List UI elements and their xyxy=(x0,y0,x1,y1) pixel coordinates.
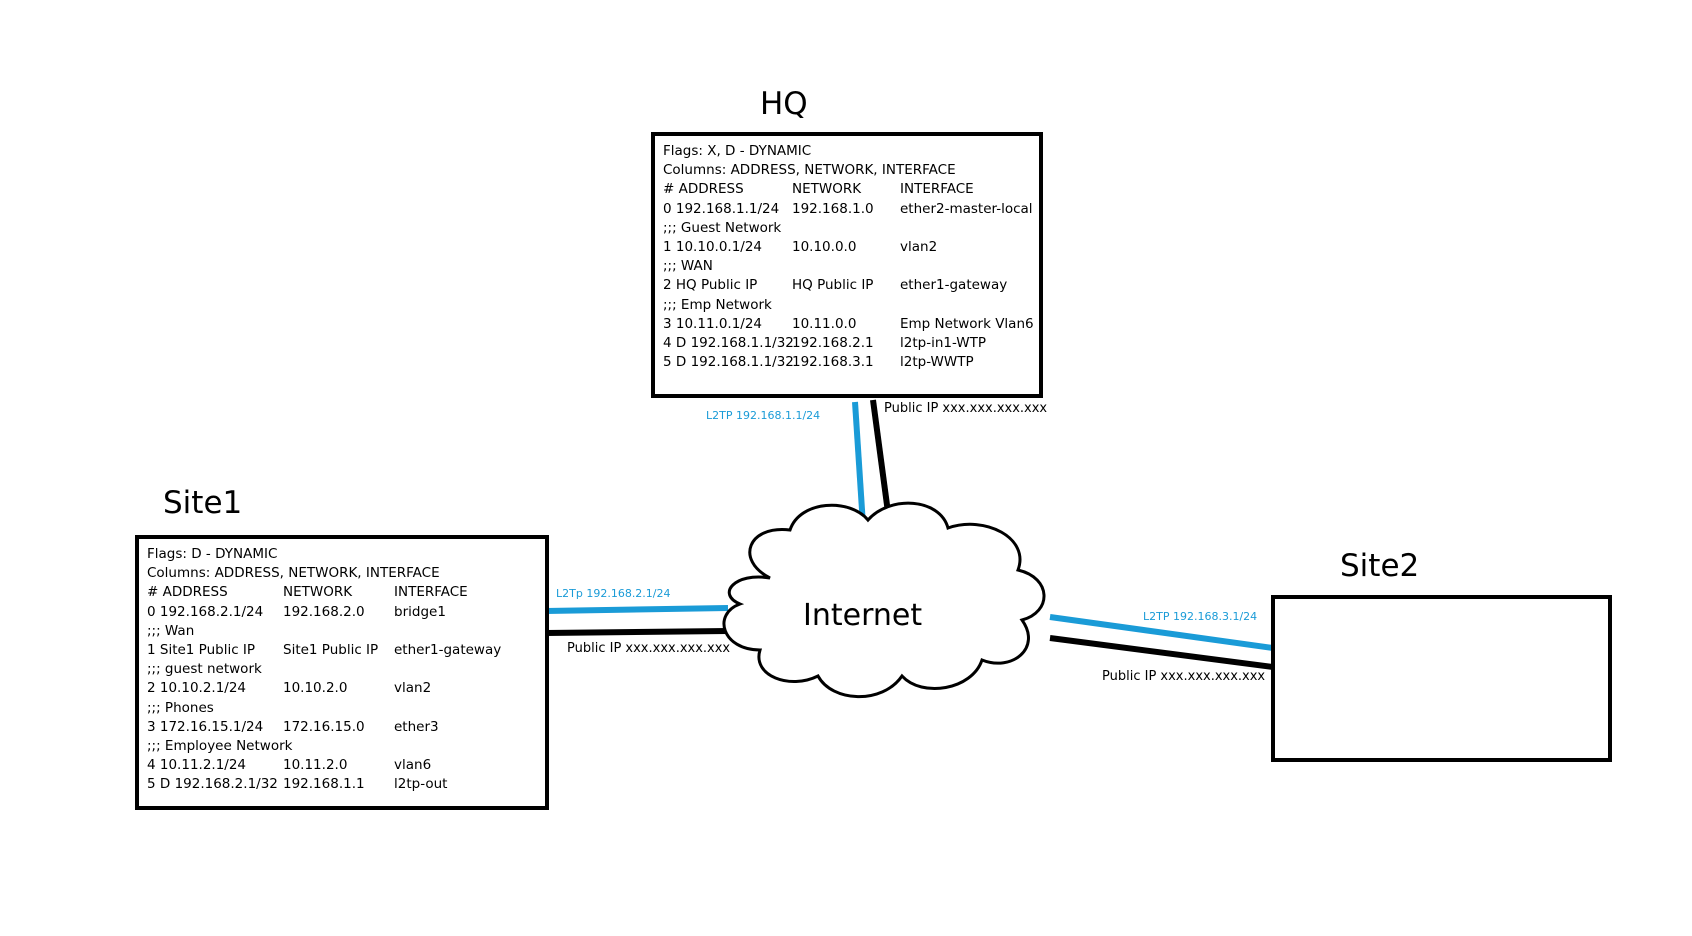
site1-table-cell: Site1 Public IP xyxy=(283,641,379,658)
site1-table-line: ;;; Wan xyxy=(147,622,537,641)
hq-title: HQ xyxy=(760,86,808,122)
hq-table-line: Columns: ADDRESS, NETWORK, INTERFACE xyxy=(663,161,1031,180)
hq-table-cell: ;;; Emp Network xyxy=(663,296,772,313)
site1-table-cell: 192.168.1.1 xyxy=(283,776,365,793)
site1-table-line: # ADDRESS NETWORK INTERFACE xyxy=(147,583,537,602)
site1-l2tp-link xyxy=(545,605,729,614)
site1-public-label: Public IP xxx.xxx.xxx.xxx xyxy=(567,641,731,656)
hq-table-cell: 0 192.168.1.1/24 xyxy=(663,200,780,217)
hq-table-cell: 10.10.0.0 xyxy=(792,238,857,255)
site2-title: Site2 xyxy=(1340,548,1420,584)
hq-table-line: 2 HQ Public IP HQ Public IP ether1-gateway xyxy=(663,276,1031,295)
hq-table-cell: l2tp-in1-WTP xyxy=(900,334,987,351)
site1-table-cell: 4 10.11.2.1/24 xyxy=(147,757,247,774)
site1-table-line: Flags: D - DYNAMIC xyxy=(147,545,537,564)
hq-table-cell: 5 D 192.168.1.1/32 xyxy=(663,354,794,371)
hq-table-cell: HQ Public IP xyxy=(792,277,874,294)
hq-table-line: Flags: X, D - DYNAMIC xyxy=(663,142,1031,161)
site1-table-cell: ;;; Employee Network xyxy=(147,737,293,754)
site1-table-cell: ether3 xyxy=(394,718,439,735)
site1-table-line: ;;; Phones xyxy=(147,699,537,718)
internet-label: Internet xyxy=(803,598,923,633)
site1-l2tp-label: L2Tp 192.168.2.1/24 xyxy=(556,587,671,600)
hq-table-cell: 192.168.1.0 xyxy=(792,200,874,217)
hq-table-cell: ether1-gateway xyxy=(900,277,1008,294)
hq-table-cell: 3 10.11.0.1/24 xyxy=(663,315,763,332)
internet-cloud xyxy=(722,501,1046,699)
site1-table-cell: 0 192.168.2.1/24 xyxy=(147,603,264,620)
site1-table-line: 1 Site1 Public IP Site1 Public IP ether1-g… xyxy=(147,641,537,660)
hq-table-line: 0 192.168.1.1/24 192.168.1.0 ether2-master… xyxy=(663,200,1033,219)
site2-box xyxy=(1271,595,1612,762)
hq-table-line: 3 10.11.0.1/24 10.11.0.0 Emp Network Vlan6 xyxy=(663,315,1034,334)
site1-table-cell: ;;; guest network xyxy=(147,661,262,678)
hq-table-cell: 10.11.0.0 xyxy=(792,315,857,332)
site1-table-cell: 172.16.15.0 xyxy=(283,718,365,735)
hq-table-cell: vlan2 xyxy=(900,238,938,255)
hq-table-cell: 1 10.10.0.1/24 xyxy=(663,238,763,255)
hq-table-cell: ;;; Guest Network xyxy=(663,219,782,236)
site1-table-cell: Flags: D - DYNAMIC xyxy=(147,546,278,562)
hq-table-cell: ether2-master-local xyxy=(900,200,1033,217)
site1-table-cell: bridge1 xyxy=(394,603,446,620)
hq-public-label: Public IP xxx.xxx.xxx.xxx xyxy=(884,401,1048,416)
site2-public-label: Public IP xxx.xxx.xxx.xxx xyxy=(1102,669,1266,684)
hq-table-cell: # ADDRESS xyxy=(663,181,744,198)
site1-table-line: 5 D 192.168.2.1/32 192.168.1.1 l2tp-out xyxy=(147,775,537,794)
site1-title: Site1 xyxy=(163,485,243,521)
hq-l2tp-label: L2TP 192.168.1.1/24 xyxy=(706,409,821,422)
site1-address-table: Flags: D - DYNAMIC Columns: ADDRESS, NETW… xyxy=(135,535,549,810)
site2-public-link xyxy=(1049,635,1274,670)
hq-table-cell: Flags: X, D - DYNAMIC xyxy=(663,143,812,159)
hq-table-line: 1 10.10.0.1/24 10.10.0.0 vlan2 xyxy=(663,238,1031,257)
site1-table-cell: 2 10.10.2.1/24 xyxy=(147,680,247,697)
site1-table-cell: 10.11.2.0 xyxy=(283,757,348,774)
site1-table-line: ;;; Employee Network xyxy=(147,737,537,756)
hq-table-line: ;;; WAN xyxy=(663,257,1031,276)
site1-table-line: 4 10.11.2.1/24 10.11.2.0 vlan6 xyxy=(147,756,537,775)
hq-table-cell: 4 D 192.168.1.1/32 xyxy=(663,334,794,351)
hq-table-cell: INTERFACE xyxy=(900,181,974,198)
hq-table-cell: NETWORK xyxy=(792,181,862,198)
site1-table-cell: 1 Site1 Public IP xyxy=(147,641,256,658)
site1-table-cell: vlan6 xyxy=(394,757,432,774)
site1-table-cell: 10.10.2.0 xyxy=(283,680,348,697)
site1-table-line: 0 192.168.2.1/24 192.168.2.0 bridge1 xyxy=(147,603,537,622)
site1-table-cell: ;;; Phones xyxy=(147,699,214,716)
hq-table-cell: Emp Network Vlan6 xyxy=(900,315,1034,332)
site1-table-cell: l2tp-out xyxy=(394,776,448,793)
site1-table-line: 2 10.10.2.1/24 10.10.2.0 vlan2 xyxy=(147,679,537,698)
hq-table-cell: ;;; WAN xyxy=(663,258,713,275)
hq-table-cell: Columns: ADDRESS, NETWORK, INTERFACE xyxy=(663,162,956,179)
hq-table-cell: 192.168.2.1 xyxy=(792,334,874,351)
site1-table-cell: INTERFACE xyxy=(394,584,468,601)
hq-table-cell: 2 HQ Public IP xyxy=(663,277,758,294)
site1-public-link xyxy=(545,628,729,636)
site1-table-line: 3 172.16.15.1/24 172.16.15.0 ether3 xyxy=(147,718,537,737)
hq-table-line: ;;; Guest Network xyxy=(663,219,1031,238)
site1-table-cell: ;;; Wan xyxy=(147,622,195,639)
site1-table-line: Columns: ADDRESS, NETWORK, INTERFACE xyxy=(147,564,537,583)
hq-address-table: Flags: X, D - DYNAMIC Columns: ADDRESS, N… xyxy=(651,132,1043,398)
site2-l2tp-link xyxy=(1049,614,1274,651)
site1-table-cell: # ADDRESS xyxy=(147,584,228,601)
site1-table-cell: NETWORK xyxy=(283,584,353,601)
site1-table-cell: 5 D 192.168.2.1/32 xyxy=(147,776,278,793)
site1-table-line: ;;; guest network xyxy=(147,660,537,679)
site1-table-cell: vlan2 xyxy=(394,680,432,697)
hq-table-line: ;;; Emp Network xyxy=(663,296,1031,315)
site2-l2tp-label: L2TP 192.168.3.1/24 xyxy=(1143,610,1258,623)
site1-table-cell: 192.168.2.0 xyxy=(283,603,365,620)
hq-table-line: # ADDRESS NETWORK INTERFACE xyxy=(663,180,1031,199)
site1-table-cell: ether1-gateway xyxy=(394,641,502,658)
hq-table-cell: l2tp-WWTP xyxy=(900,354,974,371)
site1-table-cell: 3 172.16.15.1/24 xyxy=(147,718,264,735)
site1-table-cell: Columns: ADDRESS, NETWORK, INTERFACE xyxy=(147,565,440,582)
hq-table-cell: 192.168.3.1 xyxy=(792,354,874,371)
